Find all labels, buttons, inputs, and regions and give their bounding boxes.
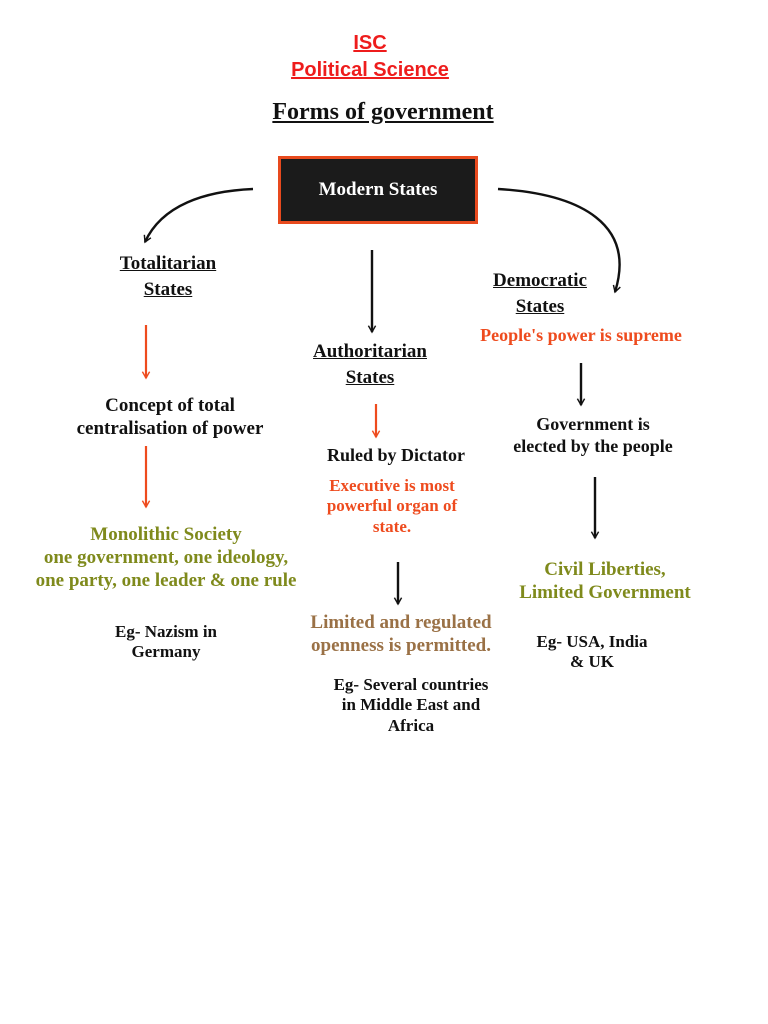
democratic-title-line1: Democratic	[493, 270, 587, 291]
authoritarian-title-line2: States	[345, 366, 395, 388]
authoritarian-example-line2: in Middle East and	[341, 695, 481, 715]
authoritarian-example-line3: Africa	[387, 715, 435, 735]
democratic-title: Democratic States	[460, 270, 620, 319]
authoritarian-executive: Executive is most powerful organ of stat…	[302, 476, 482, 537]
totalitarian-title-line2: States	[143, 278, 193, 300]
democratic-government: Government is elected by the people	[490, 414, 696, 457]
totalitarian-title-line1: Totalitarian	[119, 253, 217, 274]
authoritarian-limited: Limited and regulated openness is permit…	[296, 612, 506, 658]
democratic-civil-liberties: Civil Liberties, Limited Government	[500, 559, 710, 605]
democratic-title-line2: States	[515, 295, 565, 317]
authoritarian-limited-line2: openness is permitted.	[311, 634, 491, 656]
page-title: Forms of government	[272, 99, 494, 125]
democratic-example-line2: & UK	[570, 652, 614, 672]
authoritarian-executive-line1: Executive is most	[329, 476, 455, 495]
democratic-example-line1: Eg- USA, India	[536, 632, 648, 651]
header-isc: ISC	[353, 32, 387, 54]
authoritarian-example-line1: Eg- Several countries	[333, 675, 489, 694]
totalitarian-title: Totalitarian States	[88, 253, 248, 302]
arrow-root-to-democratic	[497, 187, 621, 294]
header-subject: Political Science	[291, 59, 449, 81]
totalitarian-example-line1: Eg- Nazism in	[115, 622, 217, 641]
totalitarian-society-line2: one government, one ideology,	[43, 546, 289, 568]
democratic-government-line2: elected by the people	[513, 435, 673, 456]
arrow-root-to-totalitarian	[143, 187, 254, 244]
democratic-civil-line1: Civil Liberties,	[544, 559, 666, 580]
authoritarian-title: Authoritarian States	[290, 341, 450, 390]
totalitarian-society: Monolithic Society one government, one i…	[20, 524, 312, 592]
authoritarian-executive-line3: state.	[372, 516, 412, 536]
authoritarian-executive-line2: powerful organ of	[326, 496, 458, 516]
totalitarian-concept-line1: Concept of total	[105, 395, 235, 416]
totalitarian-society-line3: one party, one leader & one rule	[35, 569, 297, 591]
authoritarian-limited-line1: Limited and regulated	[310, 612, 492, 633]
democratic-example: Eg- USA, India & UK	[514, 632, 670, 673]
totalitarian-example-line2: Germany	[131, 642, 201, 662]
totalitarian-example: Eg- Nazism in Germany	[86, 622, 246, 663]
authoritarian-ruled: Ruled by Dictator	[327, 445, 465, 465]
root-node-label: Modern States	[318, 179, 438, 200]
authoritarian-title-line1: Authoritarian	[313, 341, 427, 362]
democratic-civil-line2: Limited Government	[519, 581, 691, 603]
totalitarian-society-line1: Monolithic Society	[90, 524, 242, 545]
totalitarian-concept: Concept of total centralisation of power	[40, 395, 300, 441]
democratic-government-line1: Government is	[536, 414, 650, 434]
democratic-power: People's power is supreme	[480, 325, 682, 345]
authoritarian-example: Eg- Several countries in Middle East and…	[318, 675, 504, 736]
root-node-modern-states: Modern States	[278, 156, 478, 224]
totalitarian-concept-line2: centralisation of power	[76, 417, 264, 439]
